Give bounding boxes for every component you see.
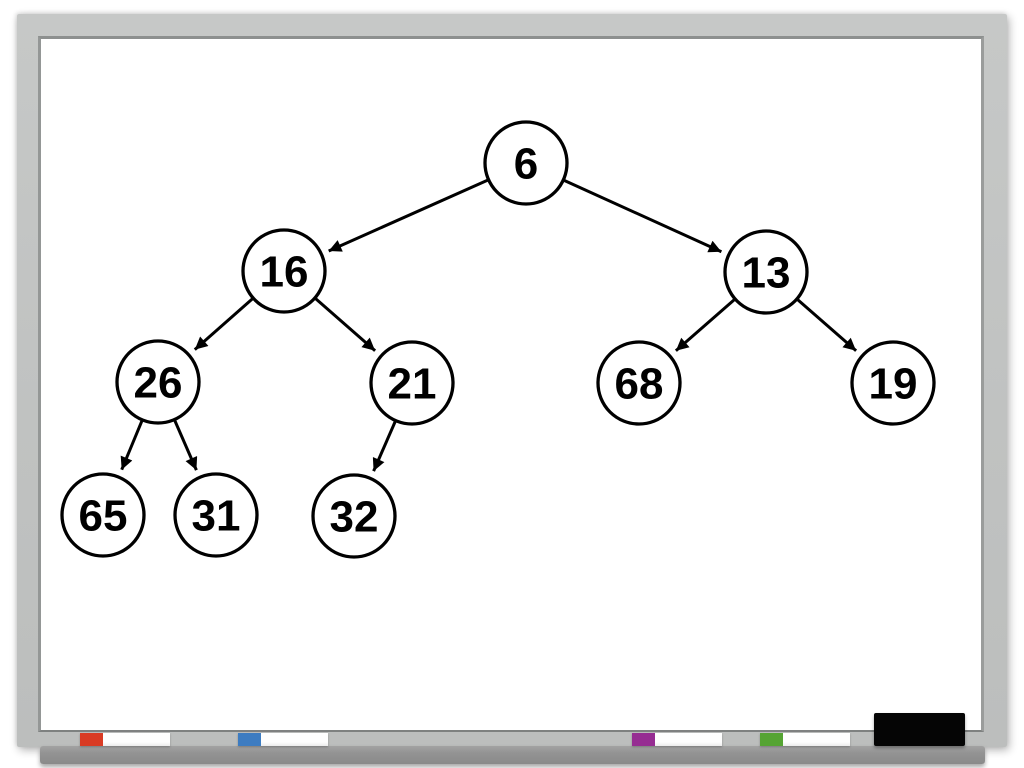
whiteboard-surface <box>38 36 984 732</box>
marker-tray <box>40 746 985 764</box>
